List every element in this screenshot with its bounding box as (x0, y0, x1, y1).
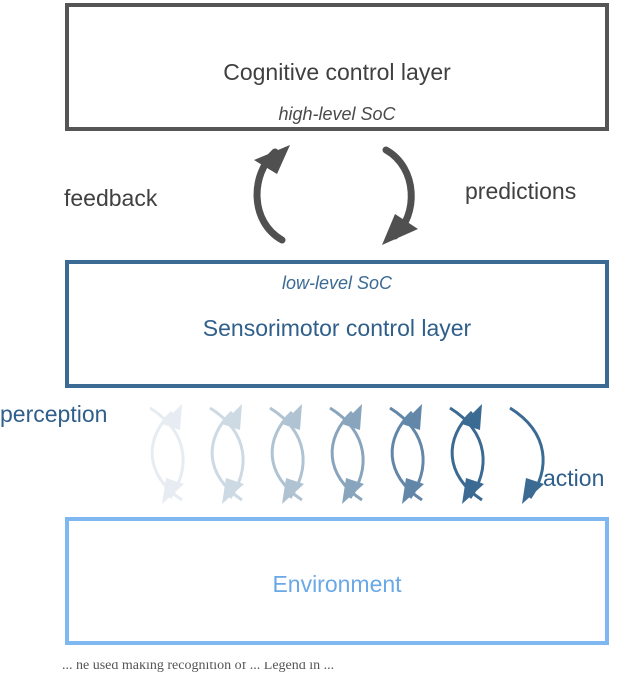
perception-arrowhead (282, 404, 302, 430)
environment-title: Environment (272, 571, 402, 597)
perception-arrowhead (222, 404, 242, 430)
action-arrowhead (462, 478, 484, 504)
perception-action-loop (389, 404, 425, 504)
action-stroke (149, 406, 185, 499)
cognitive-control-layer-box: Cognitive control layer high-level SoC (65, 3, 609, 131)
perception-action-loop (269, 404, 305, 504)
cognitive-layer-title: Cognitive control layer (223, 59, 451, 85)
perception-stroke (450, 410, 483, 502)
action-arrowhead (342, 478, 364, 504)
action-arrowhead (162, 478, 184, 504)
predictions-label: predictions (465, 178, 577, 204)
perception-stroke (270, 410, 303, 502)
caption-strip: ... he used making recognition of ... Le… (0, 662, 640, 673)
predictions-arrow (382, 146, 418, 245)
feedback-arrow (253, 145, 290, 244)
action-arrowhead (402, 478, 424, 504)
action-arrowhead (222, 478, 244, 504)
feedback-label: feedback (64, 185, 158, 211)
action-label: action (543, 465, 605, 491)
perception-stroke (210, 410, 243, 502)
environment-box: Environment (65, 517, 609, 645)
perception-action-loop (149, 404, 185, 504)
sensorimotor-control-layer-box: low-level SoC Sensorimotor control layer (65, 260, 609, 388)
perception-arrowhead (402, 404, 422, 430)
sensorimotor-layer-title: Sensorimotor control layer (202, 315, 472, 341)
perception-action-loop (449, 404, 485, 504)
action-stroke (269, 406, 305, 499)
cognitive-layer-subtitle: high-level SoC (278, 104, 396, 124)
action-arrowhead (522, 478, 544, 504)
perception-label: perception (0, 401, 108, 427)
perception-arrowhead (162, 404, 182, 430)
perception-arrowhead (342, 404, 362, 430)
perception-action-loop (329, 404, 365, 504)
perception-action-loop (209, 404, 245, 504)
perception-action-loop (509, 406, 545, 504)
sensorimotor-layer-subtitle: low-level SoC (281, 273, 393, 293)
perception-arrowhead (462, 404, 482, 430)
perception-stroke (330, 410, 363, 502)
perception-action-loops (149, 404, 545, 504)
perception-stroke (150, 410, 183, 502)
action-arrowhead (282, 478, 304, 504)
action-stroke (209, 406, 245, 499)
caption-text: ... he used making recognition of ... Le… (62, 662, 335, 673)
perception-stroke (390, 410, 423, 502)
